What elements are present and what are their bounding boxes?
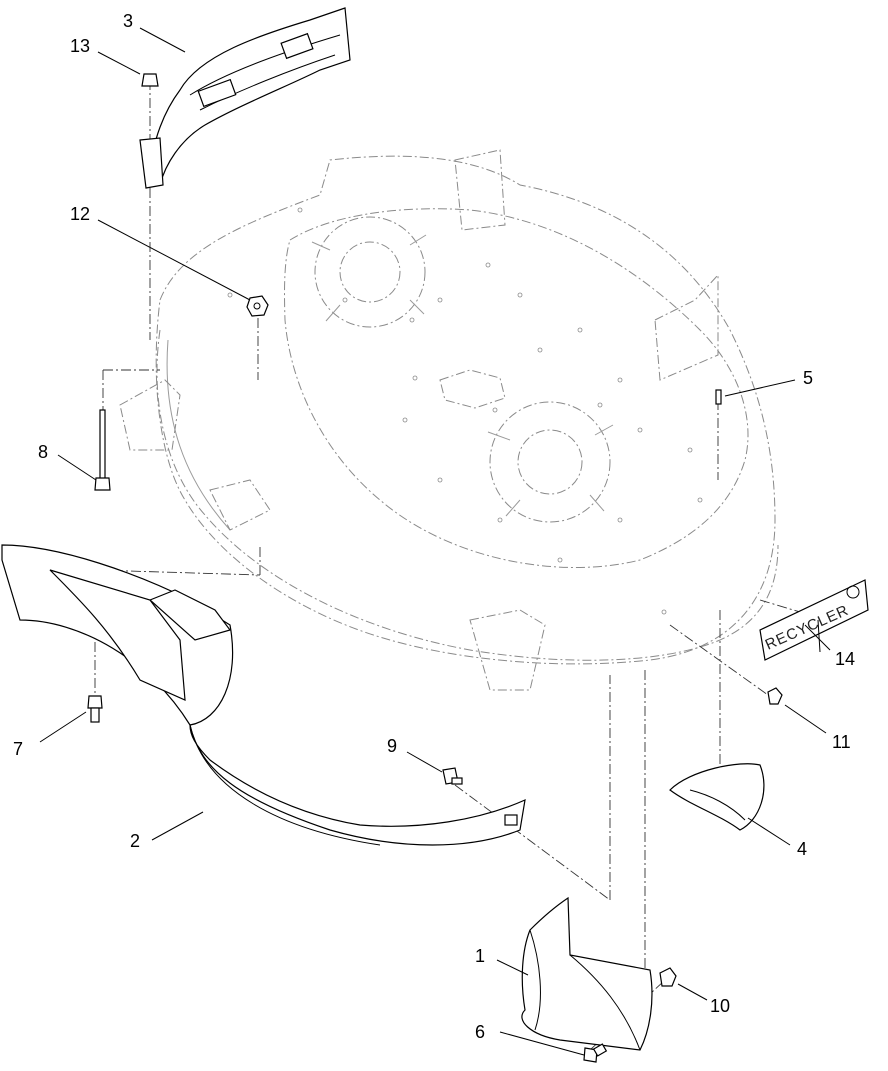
mower-deck-outline [119,149,779,691]
spindle-right [487,401,614,523]
part-11-nut [767,687,783,705]
callout-14: 14 [835,649,855,669]
deck-holes [227,207,703,615]
callout-6: 6 [475,1022,485,1042]
callout-10: 10 [710,996,730,1016]
part-13-bolt [141,73,159,87]
callout-9: 9 [387,736,397,756]
part-12-nut [246,295,269,317]
callout-3: 3 [123,11,133,31]
part-2-baffle [1,544,526,846]
callout-4: 4 [797,839,807,859]
callout-5: 5 [803,368,813,388]
spindle-left [311,216,427,328]
callout-7: 7 [13,739,23,759]
part-14-decal: RECYCLER [759,579,869,661]
part-9-screw [442,767,463,785]
part-3-deflector [139,7,351,189]
callout-11: 11 [832,732,851,752]
callout-1: 1 [475,946,485,966]
part-8-bolt [94,409,111,491]
part-6-bolt [583,1043,608,1063]
leader-lines [39,27,831,1056]
recycle-logo-icon [846,585,860,599]
part-5-screw [715,389,722,405]
assembly-lines [94,80,811,1051]
callout-8: 8 [38,442,48,462]
callout-labels: 3 13 12 8 5 14 11 9 7 2 4 1 10 6 [13,11,855,1042]
part-10-nut [659,967,677,987]
part-1-chute [521,896,653,1051]
part-4-plug [669,763,765,831]
callout-13: 13 [70,36,90,56]
callout-2: 2 [130,831,140,851]
part-7-bolt [87,695,103,723]
callout-12: 12 [70,204,90,224]
